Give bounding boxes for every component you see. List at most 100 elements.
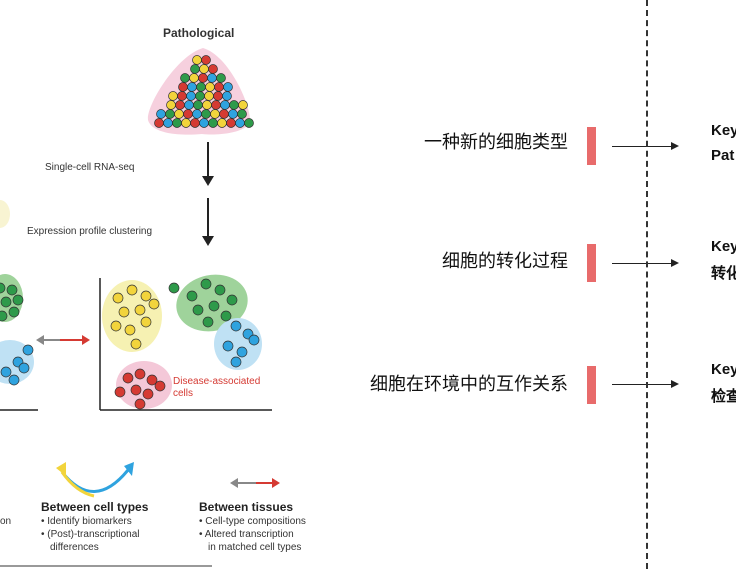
cell-dot [114,386,126,398]
cell-dot [148,298,160,310]
cell-dot [18,362,30,374]
cell-dot [208,64,218,74]
between-cell-types-item: • Identify biomarkers [41,516,132,527]
cell-dot [210,109,220,119]
cell-dot [134,304,146,316]
cell-dot [142,388,154,400]
between-tissues-item: • Cell-type compositions [199,516,306,527]
cell-dot [163,118,173,128]
cell-dot [213,91,223,101]
cell-dot [230,356,242,368]
plot-cells [0,278,260,410]
cell-dot [168,282,180,294]
cell-dot [186,290,198,302]
right-text-3a: Key [711,361,736,378]
cell-dot [204,91,214,101]
cell-dot [236,346,248,358]
cell-dot [205,82,215,92]
tissues-arrow-right-head [272,478,280,488]
cell-dot [219,109,229,119]
cell-dot [122,372,134,384]
cell-dot [214,82,224,92]
cell-dot [8,306,20,318]
cell-dot [214,284,226,296]
cell-dot [166,100,176,110]
cell-dot [124,324,136,336]
cell-dot [140,316,152,328]
curved-arrow [60,469,130,493]
cell-dot [228,109,238,119]
cell-dot [248,334,260,346]
right-text-1a: Key [711,122,736,139]
cell-dot [181,118,191,128]
between-cell-types-item: differences [50,542,99,553]
cell-dot [190,118,200,128]
between-tissues-title: Between tissues [199,500,294,514]
curved-arrow-yellow-part [60,471,95,498]
cell-dot [118,306,130,318]
cell-dot [199,118,209,128]
cell-dot [130,338,142,350]
cell-dot [168,91,178,101]
left-yellow-fade [0,200,10,228]
cell-dot [154,380,166,392]
cell-dot [244,118,254,128]
between-tissues-item: in matched cell types [208,542,302,553]
cell-dot [208,118,218,128]
cell-dot [220,310,232,322]
row-arrow-head [671,380,679,388]
vertical-divider [646,0,648,569]
cell-dot [0,282,6,294]
between-cell-types-title: Between cell types [41,500,149,514]
between-tissues: Between tissues • Cell-type compositions… [199,500,306,554]
cell-dot [230,320,242,332]
cell-dot [12,294,24,306]
pathological-label: Pathological [163,26,235,40]
cell-dot [112,292,124,304]
disease-label-line1: Disease-associated [173,376,261,387]
cell-dot [216,73,226,83]
disease-label-line2: cells [173,388,194,399]
row-label-transition: 细胞的转化过程 [442,251,568,272]
cell-dot [201,55,211,65]
cell-dot [134,398,146,410]
row-marker [587,127,596,165]
cell-dot [187,82,197,92]
row-marker [587,366,596,404]
cell-dot [0,296,12,308]
cell-dot [110,320,122,332]
cell-dot [0,366,12,378]
cell-dot [237,109,247,119]
double-arrow-left-head [36,335,44,345]
cell-dot [189,73,199,83]
right-text-2b: 转化 [711,265,736,282]
cell-dot [193,100,203,110]
between-cell-types-item: • (Post)-transcriptional [41,529,140,540]
cell-dot [134,368,146,380]
cell-dot [177,91,187,101]
cell-dot [217,118,227,128]
cell-dot [196,82,206,92]
row-marker [587,244,596,282]
between-cell-types: Between cell types • Identify biomarkers… [41,500,148,554]
cell-dot [172,118,182,128]
cell-dot [220,100,230,110]
red-cluster-blob [116,361,172,409]
cell-dot [183,109,193,119]
row-arrow [612,146,672,147]
pathological-cells [154,55,254,128]
cell-dot [140,290,152,302]
cell-dot [6,284,18,296]
partial-left-label: on [0,516,12,527]
row-arrow [612,263,672,264]
cell-dot [175,100,185,110]
cell-dot [146,374,158,386]
row-arrow-head [671,259,679,267]
cell-dot [202,100,212,110]
arrow-down-2-head [202,236,214,246]
cell-dot [229,100,239,110]
cell-dot [22,344,34,356]
cell-dot [186,91,196,101]
cell-dot [200,278,212,290]
cell-dot [192,55,202,65]
